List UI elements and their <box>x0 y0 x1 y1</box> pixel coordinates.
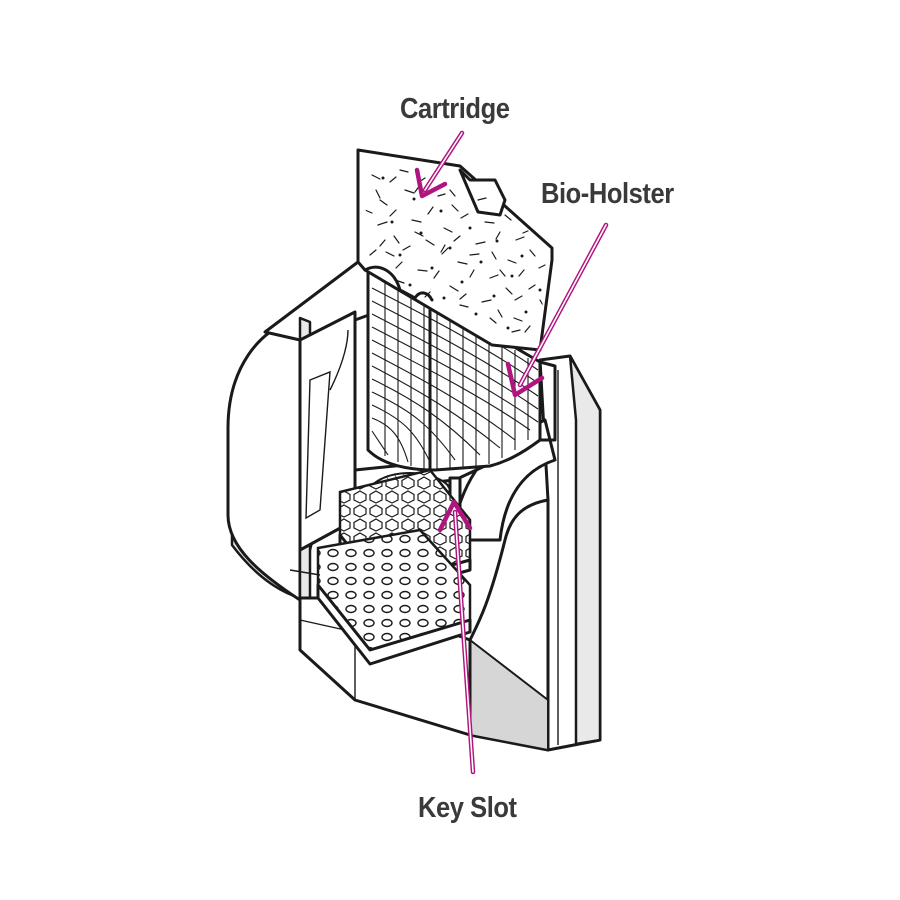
key-slot-label: Key Slot <box>418 792 517 824</box>
cartridge-part <box>356 148 554 352</box>
filter-housing <box>226 260 602 752</box>
bio-holster-part <box>366 260 557 472</box>
media-trays <box>289 468 472 666</box>
bio-holster-label: Bio-Holster <box>541 178 674 210</box>
cartridge-label: Cartridge <box>400 93 510 125</box>
callout-arrows-inner <box>424 132 607 773</box>
